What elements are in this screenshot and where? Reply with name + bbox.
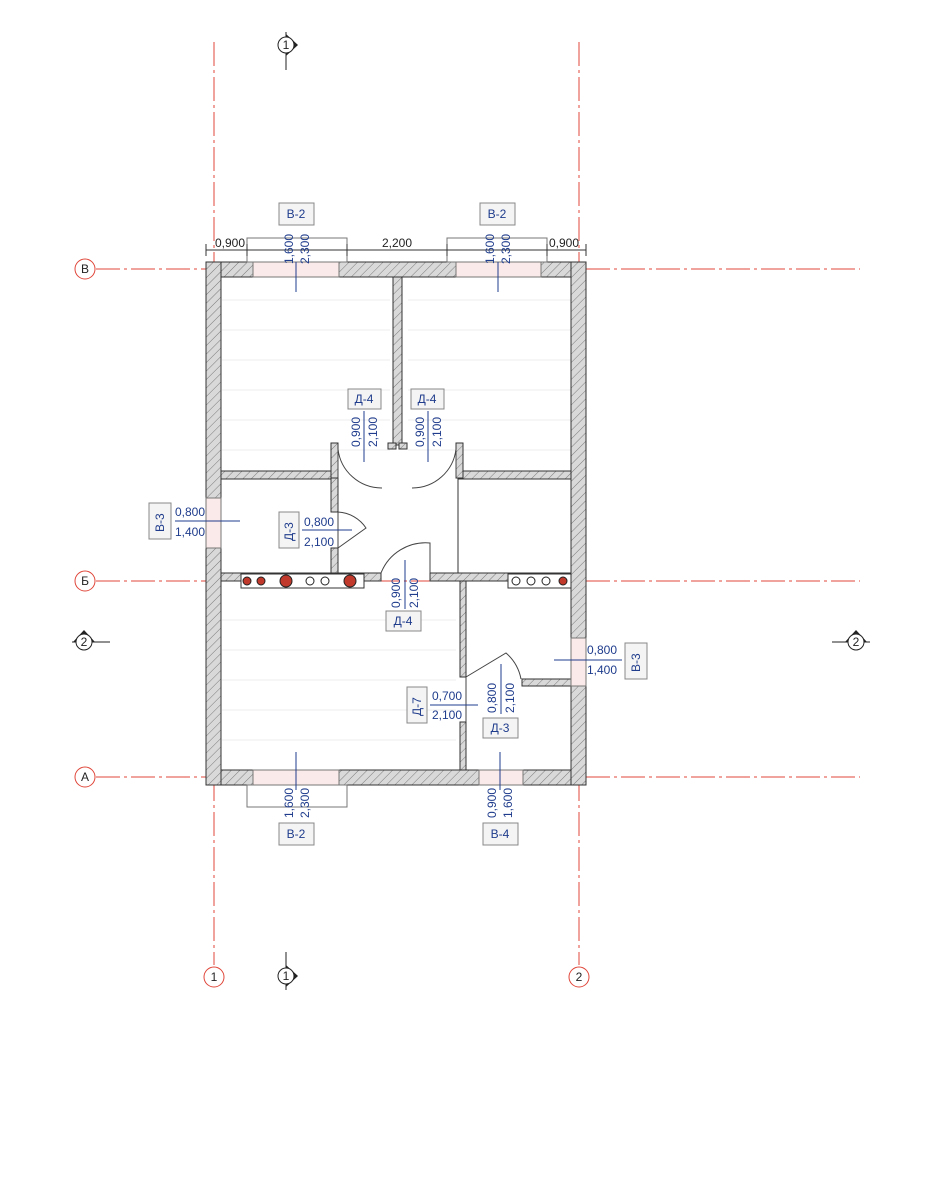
partition-v-stub-top-left [387, 442, 397, 450]
door-lower-right-width: 0,800 [485, 683, 499, 713]
section-label-2-right: 2 [853, 635, 860, 649]
window-left-side-width: 0,800 [175, 505, 205, 519]
door-lower-right-height: 2,100 [503, 683, 517, 713]
wall-top-2 [338, 261, 457, 278]
wall-bottom-2 [338, 769, 480, 786]
axis-bubble-a: А [74, 766, 96, 788]
window-right-side-height: 1,400 [587, 663, 617, 677]
window-tag-bottom-left-text: В-2 [287, 827, 306, 841]
door-tag-hall-left: Д-3 [278, 511, 300, 549]
door-tag-lower-right: Д-3 [482, 717, 519, 739]
door-hall-lower-width: 0,900 [389, 578, 403, 608]
partition-v-hall-left-3 [330, 547, 339, 577]
axis-label-a: А [81, 770, 89, 784]
storage-room-outline [457, 478, 572, 574]
door-hall-lower-height: 2,100 [407, 578, 421, 608]
window-left-side-height: 1,400 [175, 525, 205, 539]
window-right-side-width: 0,800 [587, 643, 617, 657]
axis-bubble-v: В [74, 258, 96, 280]
partition-v-lower-2 [459, 721, 467, 771]
door-tag-lower-mid: Д-7 [406, 686, 428, 724]
axis-label-b: Б [81, 574, 89, 588]
window-tag-top-right-text: В-2 [488, 207, 507, 221]
window-bottom-left-width: 1,600 [282, 788, 296, 818]
window-bottom-right-width: 0,900 [485, 788, 499, 818]
wall-left-2 [205, 547, 222, 786]
dim-top-left: 0,900 [215, 236, 245, 250]
door-tag-lower-mid-text: Д-7 [410, 697, 424, 716]
window-tag-top-left: В-2 [278, 202, 315, 226]
axis-label-1: 1 [211, 970, 218, 984]
door-tag-upper-left: Д-4 [347, 388, 382, 410]
section-marker-2-right: 2 [832, 630, 870, 651]
wall-left-1 [205, 261, 222, 499]
window-tag-bottom-left: В-2 [278, 822, 315, 846]
window-top-left-width: 1,600 [282, 234, 296, 264]
window-tag-top-left-text: В-2 [287, 207, 306, 221]
partition-v-stub-top-right [398, 442, 408, 450]
door-tag-lower-right-text: Д-3 [491, 721, 510, 735]
door-tag-upper-left-text: Д-4 [355, 392, 374, 406]
wall-right-1 [570, 261, 587, 639]
door-upper-right-height: 2,100 [430, 417, 444, 447]
door-tag-hall-lower-text: Д-4 [394, 614, 413, 628]
window-top-right-height: 2,300 [499, 234, 513, 264]
door-tag-upper-right-text: Д-4 [418, 392, 437, 406]
section-label-1-bottom: 1 [283, 969, 290, 983]
partition-h-lower-right [521, 678, 572, 687]
partition-v-hall-right [455, 442, 464, 479]
door-hall-left-width: 0,800 [304, 515, 334, 529]
floor-pattern [222, 299, 572, 741]
window-tag-left-side: В-3 [148, 502, 172, 540]
partition-v-lower [459, 580, 467, 678]
axis-bubble-1: 1 [203, 966, 225, 988]
dim-top-right: 0,900 [549, 236, 579, 250]
radiator-left [240, 573, 365, 589]
radiator-right [507, 573, 572, 589]
door-upper-left-width: 0,900 [349, 417, 363, 447]
window-top-left-height: 2,300 [298, 234, 312, 264]
axis-label-v: В [81, 262, 89, 276]
partition-h-upper-left [220, 470, 334, 480]
wall-right-2 [570, 685, 587, 786]
window-tag-right-side-text: В-3 [629, 653, 643, 672]
door-hall-left-height: 2,100 [304, 535, 334, 549]
window-tag-top-right: В-2 [479, 202, 516, 226]
window-top-right-width: 1,600 [483, 234, 497, 264]
door-upper-right-width: 0,900 [413, 417, 427, 447]
door-tag-upper-right: Д-4 [410, 388, 445, 410]
dim-top-middle: 2,200 [382, 236, 412, 250]
window-tag-left-side-text: В-3 [153, 513, 167, 532]
partition-h-upper-right [457, 470, 572, 480]
section-marker-1-top: 1 [277, 32, 298, 70]
section-label-2-left: 2 [81, 635, 88, 649]
window-tag-bottom-right: В-4 [482, 822, 519, 846]
axis-label-2: 2 [576, 970, 583, 984]
partition-vertical-top [392, 276, 403, 446]
top-dimension-line [205, 244, 587, 256]
walls [205, 261, 587, 786]
door-upper-left-height: 2,100 [366, 417, 380, 447]
partition-v-hall-left-1 [330, 442, 339, 479]
axis-bubble-2: 2 [568, 966, 590, 988]
door-tag-hall-lower: Д-4 [385, 610, 422, 632]
door-swings [337, 448, 522, 722]
window-tag-bottom-right-text: В-4 [491, 827, 510, 841]
section-marker-1-bottom: 1 [277, 952, 298, 990]
partition-v-hall-left-2 [330, 477, 339, 513]
window-bottom-left-height: 2,300 [298, 788, 312, 818]
window-openings [205, 237, 587, 808]
door-lower-mid-height: 2,100 [432, 708, 462, 722]
section-label-1-top: 1 [283, 38, 290, 52]
door-lower-mid-width: 0,700 [432, 689, 462, 703]
section-marker-2-left: 2 [72, 630, 110, 651]
window-bottom-right-height: 1,600 [501, 788, 515, 818]
axis-bubble-b: Б [74, 570, 96, 592]
window-tag-right-side: В-3 [624, 642, 648, 680]
door-tag-hall-left-text: Д-3 [282, 522, 296, 541]
